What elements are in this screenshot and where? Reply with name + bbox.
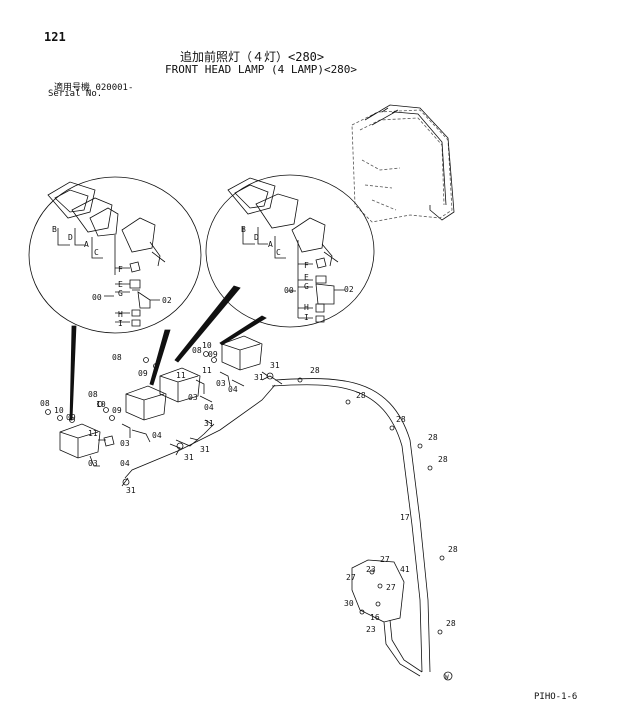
callout-31: 31 bbox=[270, 361, 280, 370]
title-english: FRONT HEAD LAMP (4 LAMP)<280> bbox=[165, 63, 358, 76]
right-label-02: 02 bbox=[344, 285, 354, 294]
callout-28: 28 bbox=[448, 545, 458, 554]
serial-label-english: Serial No. bbox=[48, 89, 103, 99]
callout-28: 28 bbox=[446, 619, 456, 628]
callout-03: 03 bbox=[88, 459, 98, 468]
callout-17: 17 bbox=[400, 513, 410, 522]
right-label-00: 00 bbox=[284, 286, 294, 295]
callout-23: 23 bbox=[366, 625, 376, 634]
cab-mount-bracket bbox=[364, 104, 455, 221]
callout-31: 31 bbox=[184, 453, 194, 462]
callout-31: 31 bbox=[126, 486, 136, 495]
right-detail-labels: B D A C F E G 00 02 H I bbox=[241, 225, 354, 322]
serial-value: 020001- bbox=[95, 83, 134, 93]
detail-circle-left bbox=[28, 176, 202, 334]
callout-31: 31 bbox=[204, 419, 214, 428]
callout-09: 09 bbox=[66, 413, 76, 422]
left-label-02: 02 bbox=[162, 296, 172, 305]
detail-circle-right bbox=[205, 174, 375, 328]
left-label-00: 00 bbox=[92, 293, 102, 302]
detail-leaders bbox=[69, 285, 267, 421]
left-label-i: I bbox=[118, 319, 123, 328]
right-label-i: I bbox=[304, 313, 309, 322]
callout-28: 28 bbox=[396, 415, 406, 424]
left-label-h: H bbox=[118, 310, 123, 319]
callout-31: 31 bbox=[200, 445, 210, 454]
title-japanese: 追加前照灯（４灯）<280> bbox=[180, 50, 325, 64]
callout-28: 28 bbox=[310, 366, 320, 375]
callout-w-mark: W bbox=[445, 674, 449, 681]
right-label-e: E bbox=[304, 273, 309, 282]
left-detail-labels: B D A C F E G 00 02 H I bbox=[52, 225, 172, 328]
page-number: 121 bbox=[44, 30, 66, 44]
callout-27: 27 bbox=[380, 555, 390, 564]
left-label-a: A bbox=[84, 240, 89, 249]
left-label-f: F bbox=[118, 265, 123, 274]
guard-pipe-17 bbox=[271, 378, 431, 677]
callout-09: 09 bbox=[112, 406, 122, 415]
right-label-b: B bbox=[241, 225, 246, 234]
callout-08: 08 bbox=[112, 353, 122, 362]
left-label-c: C bbox=[94, 248, 99, 257]
callout-16: 16 bbox=[370, 613, 380, 622]
callout-09: 09 bbox=[138, 369, 148, 378]
callout-04: 04 bbox=[152, 431, 162, 440]
left-label-e: E bbox=[118, 280, 123, 289]
right-label-h: H bbox=[304, 303, 309, 312]
serial-label-jp-text: 適用号機 bbox=[54, 83, 91, 93]
callout-28: 28 bbox=[356, 391, 366, 400]
left-label-d: D bbox=[68, 233, 73, 242]
lamp-assembly-2 bbox=[97, 385, 167, 443]
callout-27: 27 bbox=[386, 583, 396, 592]
callout-04: 04 bbox=[120, 459, 130, 468]
right-label-f: F bbox=[304, 261, 309, 270]
figure-code: PIHO-1-6 bbox=[534, 692, 578, 702]
left-label-g: G bbox=[118, 289, 123, 298]
callout-10: 10 bbox=[96, 400, 106, 409]
callout-30: 30 bbox=[344, 599, 354, 608]
callout-03: 03 bbox=[216, 379, 226, 388]
callout-23: 23 bbox=[366, 565, 376, 574]
callout-10: 10 bbox=[202, 341, 212, 350]
callout-31: 31 bbox=[254, 373, 264, 382]
callout-11: 11 bbox=[176, 371, 186, 380]
callout-08: 08 bbox=[88, 390, 98, 399]
pipe-fasteners bbox=[122, 372, 453, 681]
callout-04: 04 bbox=[204, 403, 214, 412]
lamp-assembly-3 bbox=[143, 357, 213, 403]
lamp-assembly-1 bbox=[45, 409, 115, 467]
callout-03: 03 bbox=[188, 393, 198, 402]
callout-41: 41 bbox=[400, 565, 410, 574]
callout-08: 08 bbox=[192, 346, 202, 355]
right-label-g: G bbox=[304, 282, 309, 291]
wiring-harness bbox=[121, 371, 283, 487]
callout-03: 03 bbox=[120, 439, 130, 448]
right-label-a: A bbox=[268, 240, 273, 249]
callout-28: 28 bbox=[428, 433, 438, 442]
callout-27: 27 bbox=[346, 573, 356, 582]
callout-09: 09 bbox=[208, 350, 218, 359]
callout-11: 11 bbox=[202, 366, 212, 375]
left-label-b: B bbox=[52, 225, 57, 234]
right-label-d: D bbox=[254, 233, 259, 242]
callout-11: 11 bbox=[88, 429, 98, 438]
callout-28: 28 bbox=[438, 455, 448, 464]
right-label-c: C bbox=[276, 248, 281, 257]
callout-04: 04 bbox=[228, 385, 238, 394]
callout-08: 08 bbox=[40, 399, 50, 408]
callout-10: 10 bbox=[54, 406, 64, 415]
part-callouts: 08 10 09 11 03 04 08 10 09 03 04 08 09 1… bbox=[40, 341, 458, 681]
serial-label-japanese: 適用号機 020001- bbox=[54, 80, 133, 93]
lamp-assembly-4 bbox=[203, 335, 263, 387]
